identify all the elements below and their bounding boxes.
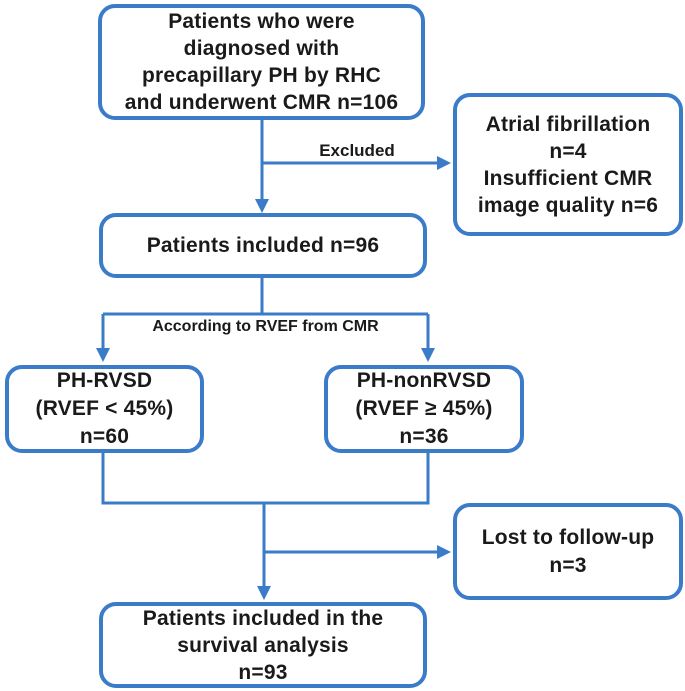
box-diagnosed-patients: Patients who were diagnosed with precapi… — [98, 4, 425, 120]
box-ph-rvsd: PH-RVSD (RVEF < 45%) n=60 — [5, 365, 204, 453]
box-survival-line: n=93 — [238, 660, 288, 684]
arrowhead-into-survival — [257, 586, 271, 600]
box-included-line: Patients included n=96 — [146, 234, 380, 257]
box-diagnosed-line: diagnosed with — [183, 37, 340, 60]
split-criteria-label: According to RVEF from CMR — [152, 318, 379, 335]
box-excluded-line: n=4 — [549, 139, 587, 163]
arrowhead-into-included — [255, 199, 269, 213]
excluded-arrow-label: Excluded — [319, 141, 395, 160]
arrowhead-into-nonrvsd — [421, 348, 435, 362]
box-survival-line: Patients included in the — [142, 606, 384, 630]
box-ph-nonrvsd-line: (RVEF ≥ 45%) — [355, 397, 493, 420]
box-excluded-line: Atrial fibrillation — [485, 112, 651, 136]
box-lost-followup-line: Lost to follow-up — [481, 525, 655, 549]
connector-merge-bar — [101, 453, 430, 505]
box-excluded-line: Insufficient CMR — [483, 166, 653, 190]
box-excluded-line: image quality n=6 — [477, 193, 659, 217]
box-diagnosed-line: precapillary PH by RHC — [142, 64, 381, 87]
box-excluded-patients: Atrial fibrillation n=4 Insufficient CMR… — [453, 93, 683, 236]
box-lost-followup-line: n=3 — [549, 553, 587, 577]
box-ph-rvsd-line: (RVEF < 45%) — [35, 397, 174, 420]
box-survival-analysis: Patients included in the survival analys… — [99, 602, 427, 688]
arrowhead-into-lost — [437, 545, 451, 559]
box-diagnosed-line: and underwent CMR n=106 — [124, 91, 399, 114]
box-included-patients: Patients included n=96 — [99, 213, 427, 278]
box-ph-rvsd-line: n=60 — [79, 425, 130, 448]
box-diagnosed-line: Patients who were — [168, 10, 355, 33]
box-ph-nonrvsd: PH-nonRVSD (RVEF ≥ 45%) n=36 — [324, 365, 524, 453]
box-lost-followup: Lost to follow-up n=3 — [453, 503, 683, 600]
box-ph-nonrvsd-line: PH-nonRVSD — [356, 369, 492, 392]
arrowhead-into-excluded — [437, 156, 451, 170]
box-ph-rvsd-line: PH-RVSD — [56, 369, 153, 392]
arrowhead-into-rvsd — [96, 348, 110, 362]
box-survival-line: survival analysis — [177, 633, 349, 657]
box-ph-nonrvsd-line: n=36 — [399, 425, 449, 448]
